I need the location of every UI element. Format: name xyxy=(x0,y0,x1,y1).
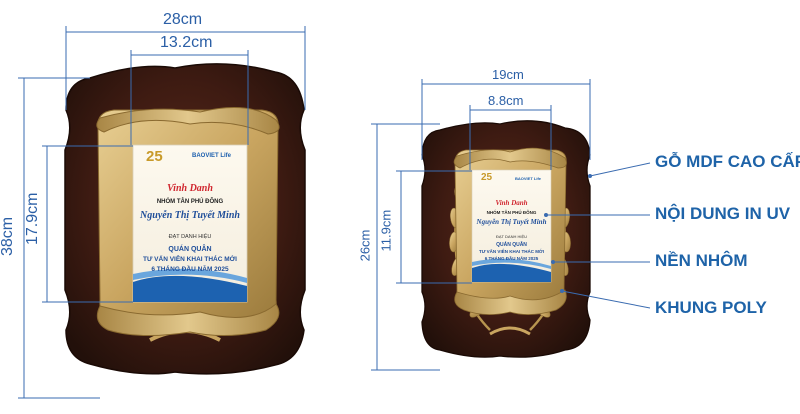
small-group: NHÓM TÂN PHÚ ĐÔNG xyxy=(486,210,537,215)
small-width-label: 19cm xyxy=(492,67,524,82)
large-award-1: QUÁN QUÂN xyxy=(168,246,212,253)
large-logo-25: 25 xyxy=(146,148,163,165)
large-group: NHÓM TÂN PHÚ ĐÔNG xyxy=(156,199,224,205)
large-plaque xyxy=(64,63,306,375)
small-person: Nguyễn Thị Tuyết Minh xyxy=(476,218,547,226)
small-award-2: TƯ VẤN VIÊN KHAI THÁC MỚI xyxy=(478,249,545,254)
large-award-2: TƯ VẤN VIÊN KHAI THÁC MỚI xyxy=(143,256,237,263)
callout-uv-print: NỘI DUNG IN UV xyxy=(655,204,791,223)
small-content-height-label: 11.9cm xyxy=(378,209,394,252)
callout-aluminum: NỀN NHÔM xyxy=(655,251,748,270)
small-title: Vinh Danh xyxy=(495,199,528,207)
small-award-3: 6 THÁNG ĐẦU NĂM 2025 xyxy=(484,256,539,261)
large-content-height-label: 17.9cm xyxy=(24,192,41,245)
small-achieved: ĐẠT DANH HIỆU xyxy=(495,234,528,239)
small-plaque xyxy=(421,120,591,358)
large-award-3: 6 THÁNG ĐẦU NĂM 2025 xyxy=(151,266,229,273)
large-width-label: 28cm xyxy=(163,11,203,28)
large-brand: BAOVIET Life xyxy=(192,153,232,159)
callout-poly-frame: KHUNG POLY xyxy=(655,298,767,317)
small-logo-25: 25 xyxy=(481,172,493,183)
small-content-width-label: 8.8cm xyxy=(488,93,524,108)
dimension-lines xyxy=(18,26,651,399)
large-content-width-label: 13.2cm xyxy=(160,34,213,51)
large-title: Vinh Danh xyxy=(167,183,213,194)
callout-mdf: GỖ MDF CAO CẤP xyxy=(655,152,800,171)
large-height-label: 38cm xyxy=(0,216,16,256)
small-award-1: QUÁN QUÂN xyxy=(496,242,527,248)
large-person: Nguyễn Thị Tuyết Minh xyxy=(140,210,240,221)
small-height-label: 26cm xyxy=(357,229,373,262)
large-achieved: ĐẠT DANH HIỆU xyxy=(168,234,212,240)
small-brand: BAOVIET Life xyxy=(515,176,542,181)
